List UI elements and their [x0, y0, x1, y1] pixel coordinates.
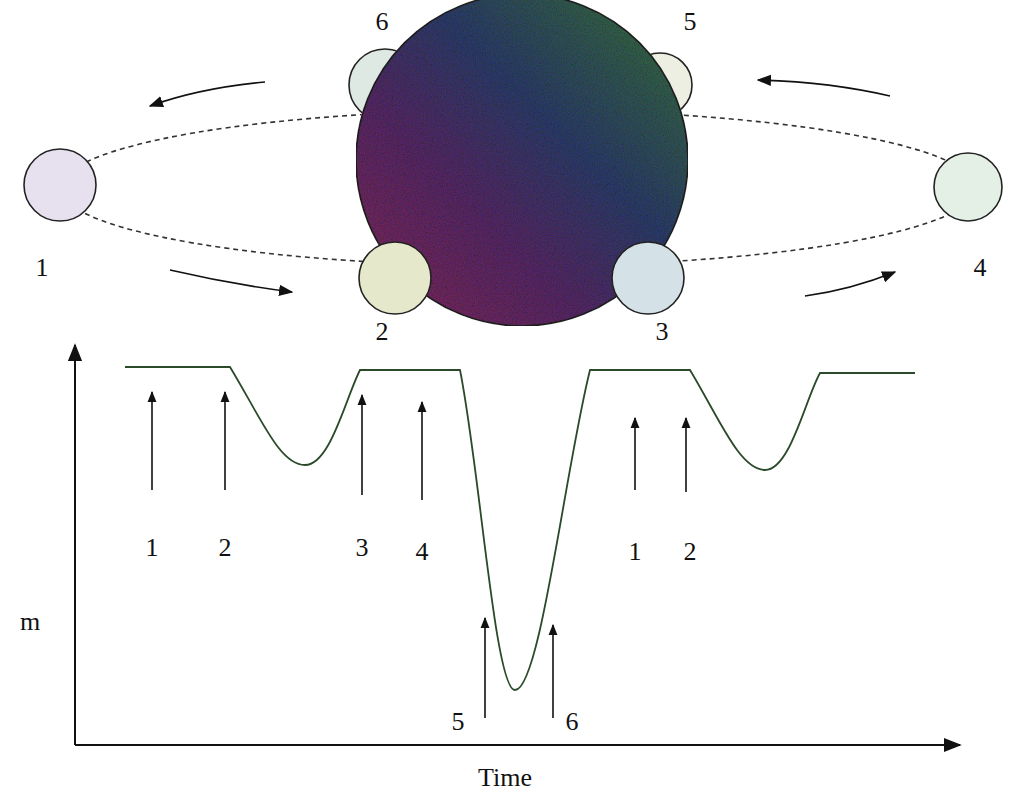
time-axis — [75, 744, 960, 746]
companion-star — [934, 153, 1002, 221]
magnitude-axis — [74, 345, 76, 745]
phase-number: 2 — [684, 539, 697, 565]
motion-arrow — [758, 80, 890, 96]
position-number: 5 — [684, 9, 697, 35]
position-number: 2 — [376, 319, 389, 345]
phase-number: 4 — [416, 539, 429, 565]
companion-star — [612, 242, 684, 314]
position-number: 1 — [36, 255, 49, 281]
phase-number: 1 — [146, 535, 159, 561]
companion-star — [359, 242, 431, 314]
companion-star — [24, 149, 96, 221]
axis-label: m — [20, 609, 40, 635]
phase-number: 5 — [452, 709, 465, 735]
axis-label: Time — [478, 765, 532, 791]
phase-number: 2 — [219, 535, 232, 561]
motion-arrow — [170, 270, 292, 292]
position-number: 6 — [376, 9, 389, 35]
primary-star — [356, 0, 688, 326]
position-number: 4 — [974, 255, 987, 281]
motion-arrow — [805, 272, 895, 296]
phase-markers — [152, 392, 686, 718]
phase-number: 3 — [356, 535, 369, 561]
light-curve — [125, 367, 915, 690]
position-number: 3 — [656, 319, 669, 345]
motion-arrow — [150, 82, 265, 106]
phase-number: 1 — [629, 539, 642, 565]
phase-number: 6 — [566, 709, 579, 735]
